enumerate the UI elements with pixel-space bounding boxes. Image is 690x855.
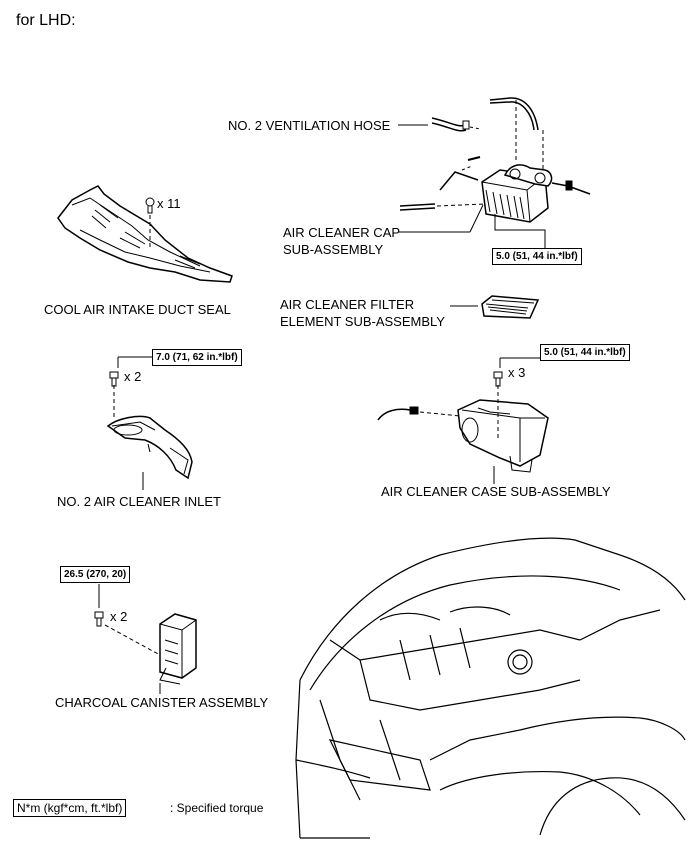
label-filter-line1: AIR CLEANER FILTER bbox=[280, 297, 415, 312]
label-air-cleaner-cap-line1: AIR CLEANER CAP bbox=[283, 225, 401, 240]
qty-case-bolts: x 3 bbox=[508, 365, 526, 380]
label-air-cleaner-cap-line2: SUB-ASSEMBLY bbox=[283, 242, 384, 257]
torque-badge-cap: 5.0 (51, 44 in.*lbf) bbox=[492, 248, 582, 265]
air-cleaner-case-drawing bbox=[377, 385, 549, 473]
torque-badge-inlet: 7.0 (71, 62 in.*lbf) bbox=[152, 349, 242, 366]
air-cleaner-filter-drawing bbox=[481, 295, 540, 319]
legend-torque-box: N*m (kgf*cm, ft.*lbf) bbox=[13, 799, 127, 817]
label-air-cleaner-inlet: NO. 2 AIR CLEANER INLET bbox=[57, 494, 221, 509]
case-bolt-icon bbox=[493, 371, 503, 387]
label-charcoal-canister: CHARCOAL CANISTER ASSEMBLY bbox=[55, 695, 269, 710]
torque-badge-case: 5.0 (51, 44 in.*lbf) bbox=[540, 344, 630, 361]
label-filter-line2: ELEMENT SUB-ASSEMBLY bbox=[280, 314, 445, 329]
qty-seal-clips: x 11 bbox=[157, 196, 181, 211]
page-header: for LHD: bbox=[16, 12, 76, 29]
ventilation-hose-drawing bbox=[431, 97, 539, 160]
seal-clip-icon bbox=[145, 197, 155, 214]
air-cleaner-cap-drawing bbox=[399, 130, 591, 248]
legend-torque-text: : Specified torque bbox=[170, 801, 264, 815]
air-cleaner-inlet-drawing bbox=[106, 385, 193, 480]
qty-canister-bolts: x 2 bbox=[110, 609, 128, 624]
torque-badge-canister: 26.5 (270, 20) bbox=[60, 566, 131, 583]
qty-inlet-bolts: x 2 bbox=[124, 369, 142, 384]
vehicle-engine-bay-drawing bbox=[295, 537, 686, 839]
charcoal-canister-drawing bbox=[104, 613, 197, 685]
canister-bolt-icon bbox=[94, 611, 104, 627]
label-ventilation-hose: NO. 2 VENTILATION HOSE bbox=[228, 118, 391, 133]
label-cool-air-intake-duct-seal: COOL AIR INTAKE DUCT SEAL bbox=[44, 302, 231, 317]
inlet-bolt-icon bbox=[109, 371, 119, 387]
cool-air-intake-duct-seal-drawing bbox=[57, 185, 233, 283]
label-air-cleaner-case: AIR CLEANER CASE SUB-ASSEMBLY bbox=[381, 484, 611, 499]
